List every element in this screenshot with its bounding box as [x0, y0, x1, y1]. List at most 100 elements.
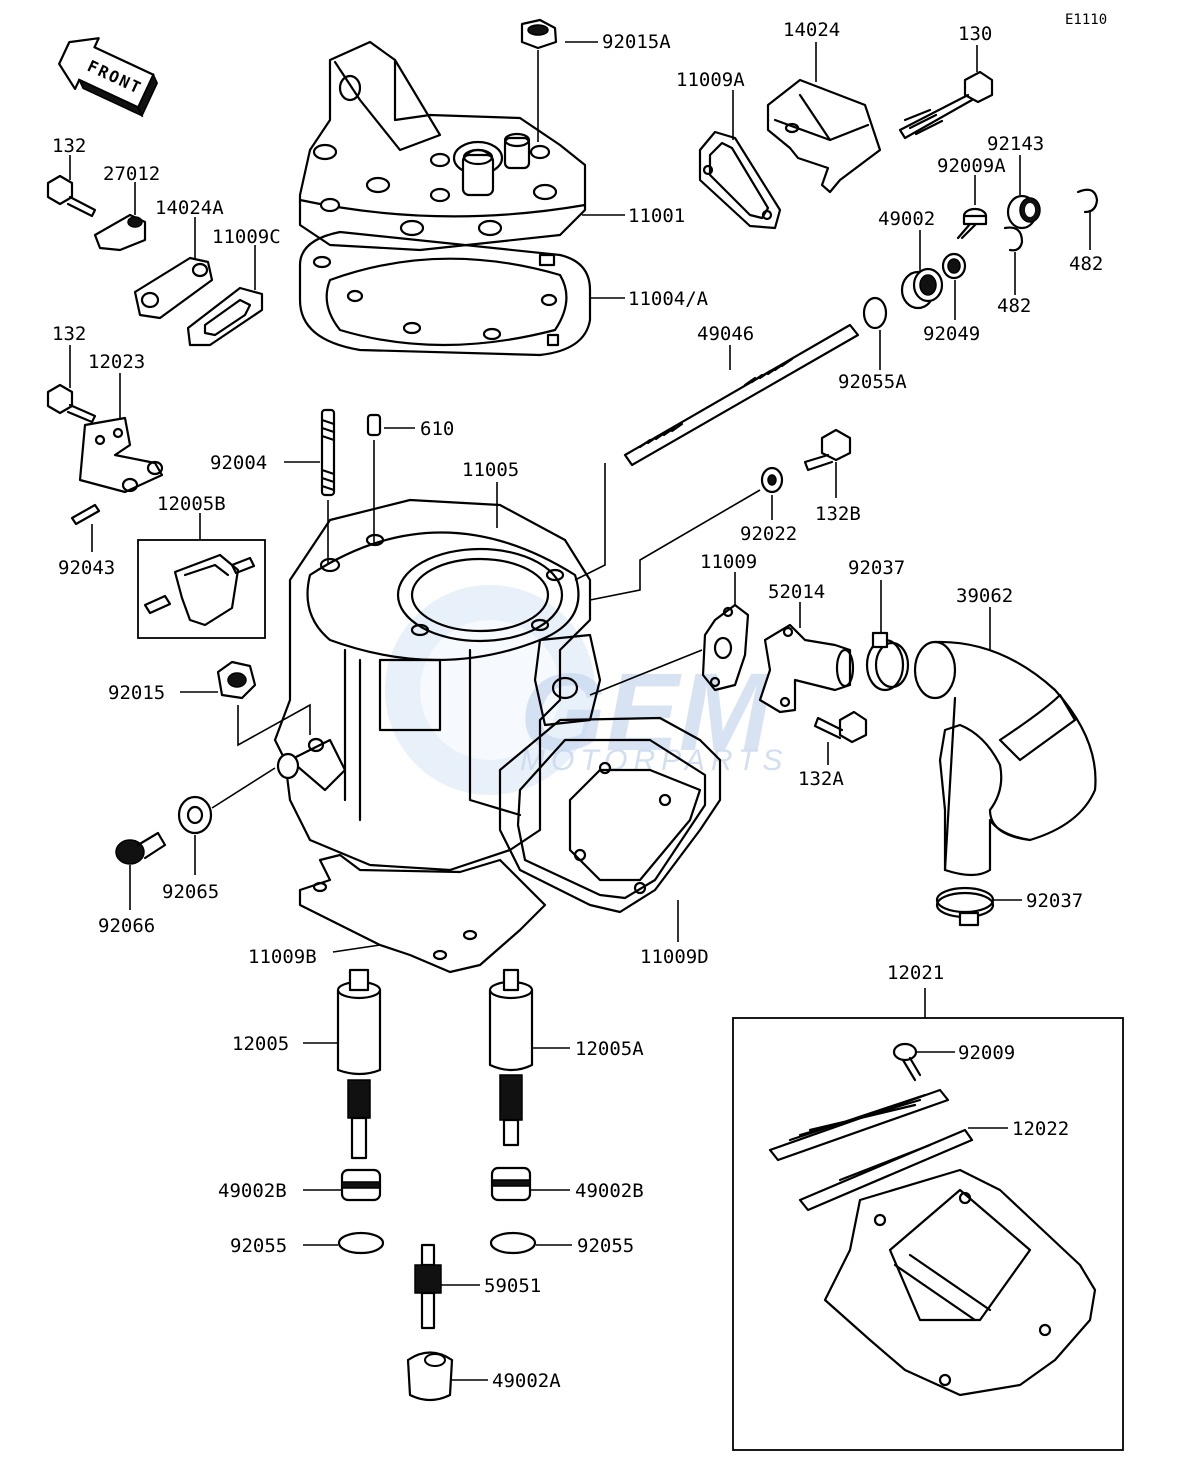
gasket-11009B — [298, 853, 547, 974]
callout-27012: 27012 — [103, 163, 160, 185]
callout-132A: 132A — [798, 768, 844, 790]
callout-11005: 11005 — [462, 459, 519, 481]
bolt-132-mid — [46, 383, 97, 424]
callout-49002A: 49002A — [492, 1370, 561, 1392]
callout-130: 130 — [958, 23, 992, 45]
callout-482-a: 482 — [1069, 253, 1103, 275]
plate-14024A — [133, 256, 214, 320]
callout-59051: 59051 — [484, 1275, 541, 1297]
callout-92009A: 92009A — [937, 155, 1006, 177]
callout-11009D: 11009D — [640, 946, 709, 968]
pin-92043 — [70, 503, 101, 526]
plug-92066 — [115, 831, 167, 865]
callout-12023: 12023 — [88, 351, 145, 373]
bushing-49002B-left — [340, 1168, 382, 1202]
cover-14024 — [766, 78, 882, 194]
gear-59051 — [414, 1243, 442, 1330]
cylinder-head-11001 — [298, 40, 587, 252]
diagram-id: E1110 — [1065, 12, 1107, 28]
callout-12005B: 12005B — [157, 493, 226, 515]
valve-12005B — [143, 553, 256, 627]
circlip-482-a — [1076, 188, 1099, 214]
callout-11009A: 11009A — [676, 69, 745, 91]
callout-12005: 12005 — [232, 1033, 289, 1055]
callout-132-mid: 132 — [52, 323, 86, 345]
callout-11004A: 11004/A — [628, 288, 709, 310]
front-arrow-icon: FRONT — [58, 37, 159, 118]
callout-49002B-left: 49002B — [218, 1180, 287, 1202]
callout-11009C: 11009C — [212, 226, 281, 248]
callout-132-top: 132 — [52, 135, 86, 157]
screw-92009 — [892, 1042, 922, 1082]
oring-92055-right — [489, 1231, 537, 1255]
callout-92143: 92143 — [987, 133, 1044, 155]
clamp-92037-top — [865, 631, 910, 692]
nut-92015A — [520, 18, 558, 142]
washer-92022 — [589, 466, 784, 601]
callout-14024A: 14024A — [155, 197, 224, 219]
head-gasket-11004A — [298, 230, 592, 357]
oring-92055A — [862, 296, 888, 330]
clamp-92037-bottom — [935, 886, 995, 927]
valve-12005A — [488, 968, 534, 1147]
callout-92055A: 92055A — [838, 371, 907, 393]
callout-92037-top: 92037 — [848, 557, 905, 579]
hose-39062 — [913, 640, 1097, 877]
bolt-132B — [803, 428, 852, 472]
shaft-49046 — [574, 323, 860, 581]
stud-92004 — [320, 408, 336, 565]
gasket-11009 — [589, 603, 750, 696]
box-12005B — [137, 539, 266, 639]
bushing-49002 — [900, 267, 944, 310]
gasket-11009D — [498, 633, 722, 914]
oring-92055-left — [337, 1231, 385, 1255]
callout-92015A: 92015A — [602, 31, 671, 53]
seal-92049 — [941, 252, 967, 280]
plug-92143 — [1006, 194, 1041, 230]
callout-92065: 92065 — [162, 881, 219, 903]
callout-92022: 92022 — [740, 523, 797, 545]
bolt-132A — [813, 710, 868, 744]
callout-92049: 92049 — [923, 323, 980, 345]
reed-plate-12022 — [768, 1088, 974, 1212]
callout-49002B-right: 49002B — [575, 1180, 644, 1202]
washer-92065 — [177, 767, 276, 835]
callout-92004: 92004 — [210, 452, 267, 474]
callout-92009: 92009 — [958, 1042, 1015, 1064]
callout-12021: 12021 — [887, 962, 944, 984]
nut-92015 — [216, 660, 311, 747]
callout-11009B: 11009B — [248, 946, 317, 968]
gasket-11009C — [186, 286, 264, 347]
callout-92043: 92043 — [58, 557, 115, 579]
callout-12022: 12022 — [1012, 1118, 1069, 1140]
callout-92015: 92015 — [108, 682, 165, 704]
callout-610: 610 — [420, 418, 454, 440]
callout-92055-right: 92055 — [577, 1235, 634, 1257]
callout-14024: 14024 — [783, 19, 840, 41]
callout-92066: 92066 — [98, 915, 155, 937]
dowel-610 — [366, 413, 382, 545]
callout-11009: 11009 — [700, 551, 757, 573]
circlip-482-b — [1003, 226, 1024, 252]
callout-labels: 92015A 14024 130 11009A 92143 92009A 132… — [52, 19, 1103, 1392]
bracket-12023 — [78, 416, 164, 494]
bolt-130 — [898, 70, 994, 140]
bolt-132-top — [46, 174, 97, 218]
callout-12005A: 12005A — [575, 1038, 644, 1060]
bushing-49002A — [406, 1351, 454, 1402]
screw-92009A — [956, 207, 988, 240]
gasket-11009A — [698, 130, 782, 230]
callout-49046: 49046 — [697, 323, 754, 345]
reed-cage-12021 — [823, 1168, 1097, 1397]
callout-39062: 39062 — [956, 585, 1013, 607]
callout-49002: 49002 — [878, 208, 935, 230]
callout-92037-bottom: 92037 — [1026, 890, 1083, 912]
callout-92055-left: 92055 — [230, 1235, 287, 1257]
callout-132B: 132B — [815, 503, 861, 525]
elbow-52014 — [758, 623, 855, 714]
box-12021 — [732, 1017, 1124, 1451]
cylinder-11005 — [273, 498, 592, 872]
callout-11001: 11001 — [628, 205, 685, 227]
bushing-49002B-right — [490, 1166, 532, 1202]
